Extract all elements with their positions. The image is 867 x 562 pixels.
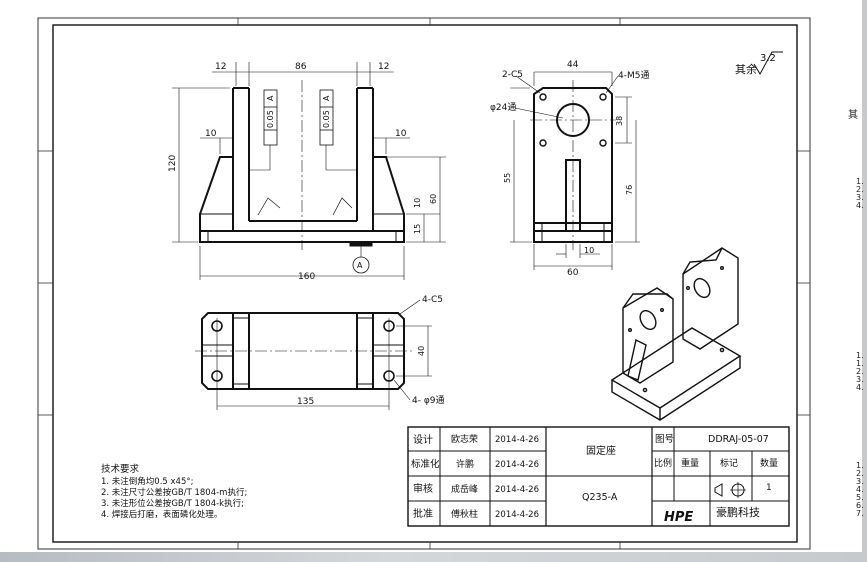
drawing-sheet[interactable]: 其余 3.2 — [0, 0, 862, 552]
svg-text:2. 未注尺寸公差按GB/T 1804-m执行;: 2. 未注尺寸公差按GB/T 1804-m执行; — [101, 487, 247, 498]
svg-text:重量: 重量 — [681, 457, 699, 469]
svg-text:审核: 审核 — [413, 482, 433, 495]
svg-text:2-C5: 2-C5 — [502, 70, 523, 80]
svg-text:图号: 图号 — [655, 434, 674, 445]
svg-text:A: A — [357, 261, 363, 270]
zone-ticks — [38, 18, 810, 549]
svg-text:DDRAJ-05-07: DDRAJ-05-07 — [708, 434, 769, 445]
side-panel-list-3: 1.2.3.4.5.6.7. — [856, 461, 864, 518]
svg-text:标记: 标记 — [720, 457, 738, 469]
svg-text:10: 10 — [205, 129, 217, 139]
svg-text:55: 55 — [503, 173, 512, 183]
side-panel-list-1: 1.2.3.4. — [856, 177, 864, 210]
isometric-view — [610, 247, 742, 421]
top-view — [195, 299, 432, 410]
svg-text:60: 60 — [567, 268, 579, 278]
svg-text:2014-4-26: 2014-4-26 — [495, 485, 539, 495]
svg-text:60: 60 — [429, 194, 438, 204]
front-view — [172, 62, 446, 280]
svg-text:A: A — [266, 95, 275, 101]
svg-text:批准: 批准 — [413, 507, 433, 520]
svg-text:豪鹏科技: 豪鹏科技 — [716, 505, 760, 519]
svg-text:3. 未注形位公差按GB/T 1804-k执行;: 3. 未注形位公差按GB/T 1804-k执行; — [101, 498, 244, 509]
side-view — [510, 71, 640, 270]
side-panel-list-2: 1.1.2.3.4. — [856, 351, 864, 392]
svg-text:2014-4-26: 2014-4-26 — [495, 460, 539, 470]
svg-text:许鹏: 许鹏 — [456, 458, 474, 470]
svg-text:1: 1 — [766, 483, 772, 493]
side-panel-label: 其 — [848, 110, 858, 121]
top-view-dimensions: 4-C5 40 135 4- φ9通 — [297, 295, 445, 407]
svg-text:12: 12 — [378, 62, 389, 72]
svg-text:标准化: 标准化 — [411, 458, 440, 470]
svg-text:傅秋柱: 傅秋柱 — [451, 508, 478, 520]
svg-text:15: 15 — [413, 224, 422, 234]
roughness-symbol: 其余 3.2 — [735, 51, 783, 76]
side-view-dimensions: 44 2-C5 4-M5通 φ24通 38 55 76 10 60 — [490, 60, 649, 278]
svg-text:比例: 比例 — [654, 457, 672, 469]
svg-text:10: 10 — [395, 129, 407, 139]
svg-text:10: 10 — [413, 198, 422, 208]
svg-text:40: 40 — [417, 346, 426, 356]
svg-text:设计: 设计 — [413, 433, 433, 446]
svg-text:76: 76 — [625, 185, 634, 195]
svg-text:38: 38 — [615, 116, 624, 126]
outer-border — [37, 17, 811, 550]
svg-text:技术要求: 技术要求 — [101, 463, 140, 475]
technical-drawing: 其余 3.2 — [37, 17, 811, 550]
svg-text:成岳峰: 成岳峰 — [451, 483, 478, 495]
title-block-text: 设计 欧志荣 2014-4-26 标准化 许鹏 2014-4-26 审核 成岳峰… — [411, 433, 778, 525]
svg-text:1. 未注倒角均0.5 x45°;: 1. 未注倒角均0.5 x45°; — [101, 476, 194, 487]
roughness-value: 3.2 — [760, 53, 776, 64]
roughness-label: 其余 — [735, 62, 757, 76]
svg-text:86: 86 — [295, 62, 307, 72]
svg-text:2014-4-26: 2014-4-26 — [495, 435, 539, 445]
inner-border — [52, 24, 798, 543]
svg-text:2014-4-26: 2014-4-26 — [495, 510, 539, 520]
svg-text:135: 135 — [297, 397, 314, 407]
svg-text:固定座: 固定座 — [586, 444, 616, 457]
svg-text:12: 12 — [215, 62, 226, 72]
svg-text:A: A — [322, 95, 331, 101]
svg-text:0.05: 0.05 — [266, 110, 275, 128]
svg-text:φ24通: φ24通 — [490, 102, 516, 113]
title-block — [407, 426, 790, 527]
svg-text:44: 44 — [567, 60, 579, 70]
svg-text:4-C5: 4-C5 — [422, 295, 443, 305]
front-view-dimensions: 12 86 12 120 10 10 10 60 15 160 A 0.05 A… — [168, 62, 438, 282]
svg-text:Q235-A: Q235-A — [582, 492, 618, 503]
svg-text:数量: 数量 — [760, 457, 778, 469]
svg-text:10: 10 — [584, 246, 594, 255]
svg-text:4- φ9通: 4- φ9通 — [412, 395, 445, 406]
svg-text:欧志荣: 欧志荣 — [451, 433, 478, 445]
svg-text:4. 焊接后打磨，表面磷化处理。: 4. 焊接后打磨，表面磷化处理。 — [101, 509, 222, 520]
company-logo: HPE — [664, 510, 693, 525]
svg-text:160: 160 — [298, 272, 315, 282]
svg-text:120: 120 — [168, 155, 178, 172]
svg-text:0.05: 0.05 — [322, 110, 331, 128]
svg-text:4-M5通: 4-M5通 — [618, 70, 649, 81]
technical-notes: 技术要求 1. 未注倒角均0.5 x45°; 2. 未注尺寸公差按GB/T 18… — [101, 463, 247, 520]
